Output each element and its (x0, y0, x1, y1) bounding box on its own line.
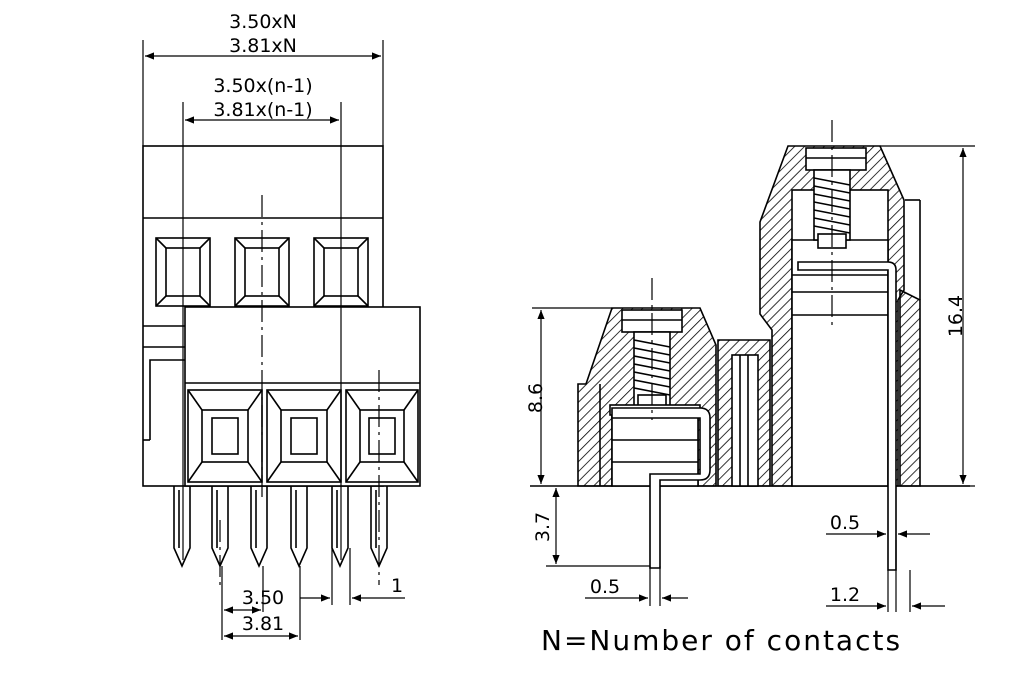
pin-thickness-label-left: 0.5 (590, 576, 620, 598)
overall-width-label-2: 3.81xN (229, 35, 297, 57)
pin-length-label: 3.7 (532, 512, 554, 542)
side-view (530, 120, 975, 612)
body-height-label: 8.6 (525, 383, 547, 413)
lower-housing (184, 306, 421, 487)
pin-thickness-label-right: 0.5 (830, 512, 860, 534)
pin (250, 486, 268, 568)
lower-body-section (577, 307, 717, 487)
overall-width-label-1: 3.50xN (229, 11, 297, 33)
pin-width-label-right: 1.2 (830, 584, 860, 606)
wire-entry (345, 389, 419, 483)
pin (173, 486, 191, 568)
upper-body-section (759, 145, 905, 487)
overall-height-label: 16.4 (945, 295, 967, 337)
front-view (142, 40, 421, 640)
pin (331, 486, 349, 568)
wire-entry (266, 389, 342, 483)
pin (290, 486, 308, 568)
right-wall-section (899, 199, 921, 487)
pitch-span-label-2: 3.81x(n-1) (213, 99, 312, 121)
pin-pitch-label-1: 3.50 (242, 587, 284, 609)
upper-lead (797, 261, 897, 571)
contacts-note: N=Number of contacts (541, 624, 902, 657)
pin-pitch-label-2: 3.81 (242, 613, 284, 635)
middle-wall-section (717, 339, 771, 487)
pitch-span-label-1: 3.50x(n-1) (213, 75, 312, 97)
pin-width-label: 1 (391, 575, 403, 597)
wire-entry (187, 389, 263, 483)
